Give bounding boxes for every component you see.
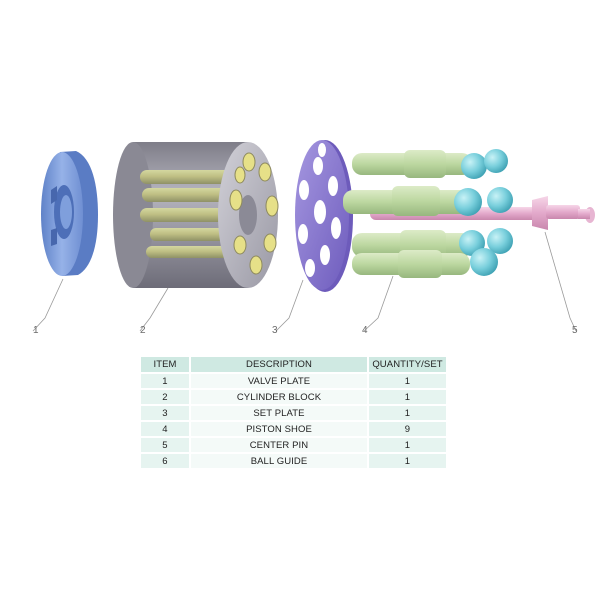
quantity-cell: 1 — [367, 438, 446, 452]
quantity-cell: 1 — [367, 390, 446, 404]
column-header-item: ITEM — [141, 357, 189, 372]
table-row: 6 BALL GUIDE 1 — [141, 454, 446, 468]
description-cell: BALL GUIDE — [189, 454, 367, 468]
table-row: 3 SET PLATE 1 — [141, 406, 446, 420]
quantity-cell: 9 — [367, 422, 446, 436]
item-cell: 3 — [141, 406, 189, 420]
description-cell: SET PLATE — [189, 406, 367, 420]
column-header-quantity: QUANTITY/SET — [367, 357, 446, 372]
table-row: 2 CYLINDER BLOCK 1 — [141, 390, 446, 404]
item-cell: 5 — [141, 438, 189, 452]
callout-1: 1 — [33, 325, 39, 336]
pump-parts-exploded-diagram: 1 2 3 4 5 — [32, 140, 595, 336]
item-cell: 6 — [141, 454, 189, 468]
table-row: 5 CENTER PIN 1 — [141, 438, 446, 452]
callout-4: 4 — [362, 325, 368, 336]
item-cell: 1 — [141, 374, 189, 388]
item-cell: 2 — [141, 390, 189, 404]
callout-2: 2 — [140, 325, 146, 336]
callout-leaders — [32, 231, 577, 332]
quantity-cell: 1 — [367, 406, 446, 420]
parts-table: ITEM DESCRIPTION QUANTITY/SET 1 VALVE PL… — [141, 355, 446, 470]
description-cell: PISTON SHOE — [189, 422, 367, 436]
item-cell: 4 — [141, 422, 189, 436]
valve-plate-part — [41, 151, 98, 276]
description-cell: VALVE PLATE — [189, 374, 367, 388]
table-header-row: ITEM DESCRIPTION QUANTITY/SET — [141, 357, 446, 372]
column-header-description: DESCRIPTION — [189, 357, 367, 372]
quantity-cell: 1 — [367, 374, 446, 388]
piston-shoes-part — [343, 149, 513, 278]
cylinder-block-part — [113, 142, 279, 288]
callout-3: 3 — [272, 325, 278, 336]
description-cell: CYLINDER BLOCK — [189, 390, 367, 404]
set-plate-part — [295, 140, 353, 292]
table-row: 1 VALVE PLATE 1 — [141, 374, 446, 388]
description-cell: CENTER PIN — [189, 438, 367, 452]
table-row: 4 PISTON SHOE 9 — [141, 422, 446, 436]
quantity-cell: 1 — [367, 454, 446, 468]
callout-5: 5 — [572, 325, 578, 336]
